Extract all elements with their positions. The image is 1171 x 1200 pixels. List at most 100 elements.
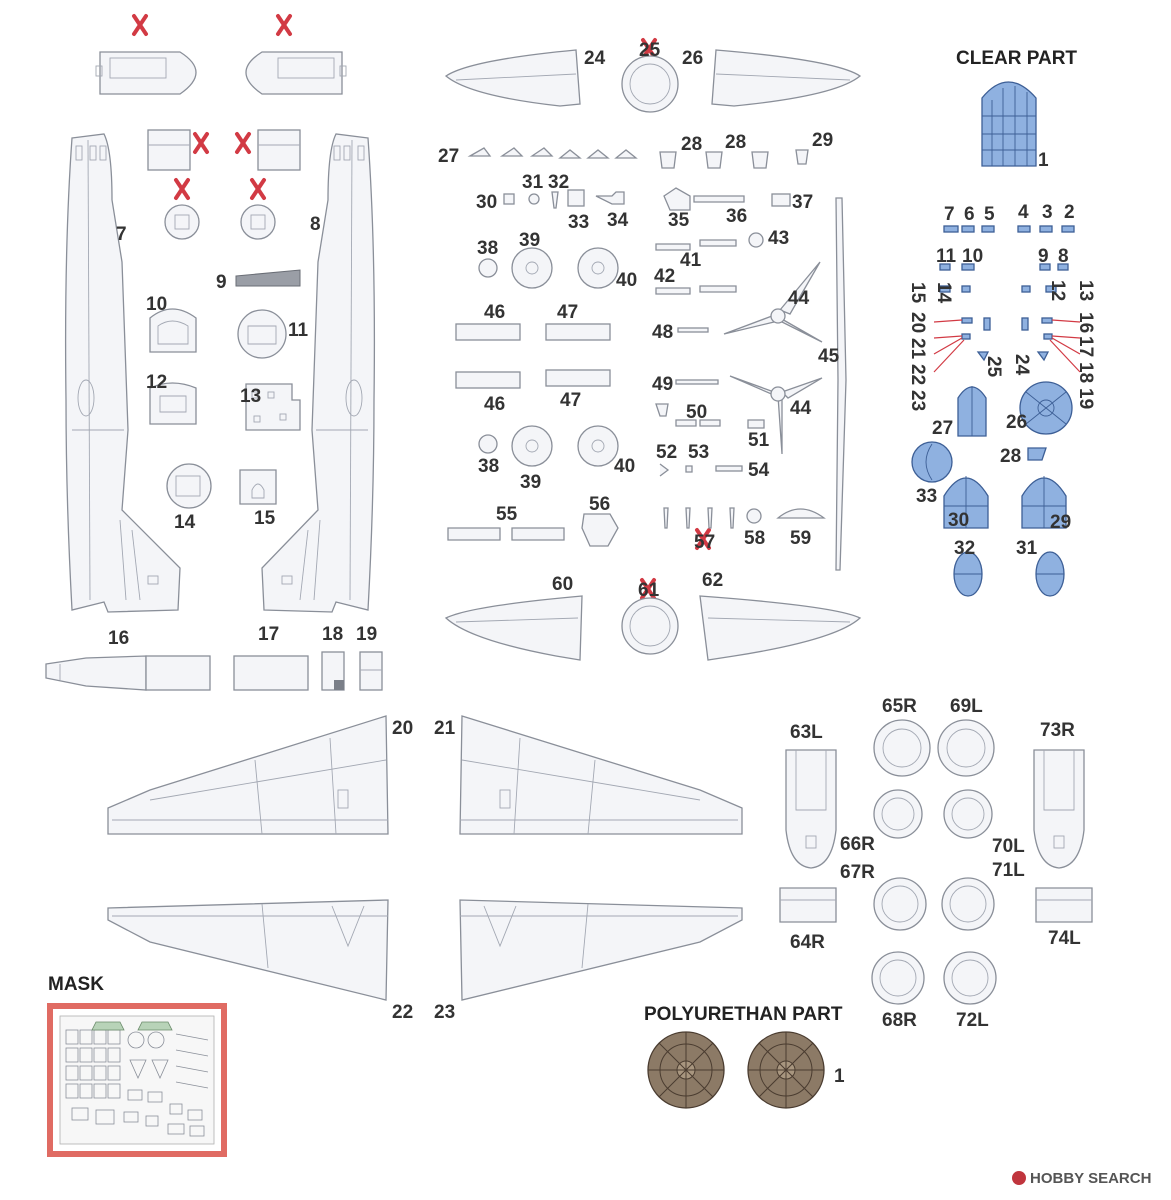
nacelle-73R bbox=[1033, 749, 1085, 869]
part-number: 18 bbox=[1075, 362, 1096, 383]
part-number: 27 bbox=[932, 418, 953, 439]
part-number: 59 bbox=[790, 528, 811, 549]
part-number: 15 bbox=[254, 508, 276, 529]
part-number: 9 bbox=[1038, 246, 1049, 267]
part-number: 24 bbox=[584, 48, 606, 69]
polyurethan-part-header: POLYURETHAN PART bbox=[644, 1004, 843, 1025]
part-number: 20 bbox=[392, 718, 413, 739]
part-number: 33 bbox=[916, 486, 937, 507]
part-number: 2 bbox=[1064, 202, 1075, 223]
part-number: 38 bbox=[477, 238, 498, 259]
clear-part-labels: 1 7 6 5 4 3 2 11 10 9 8 14 12 15 13 20 1… bbox=[907, 150, 1096, 559]
part-number: 25 bbox=[639, 40, 661, 61]
not-used-mark bbox=[250, 178, 266, 200]
propellers-44 bbox=[723, 261, 823, 455]
part-number: 6 bbox=[964, 204, 975, 225]
part-number: 52 bbox=[656, 442, 677, 463]
part-number: 16 bbox=[108, 628, 129, 649]
nacelle-63L bbox=[785, 749, 837, 869]
part-number: 16 bbox=[1075, 312, 1096, 333]
part-number: 18 bbox=[322, 624, 343, 645]
wing-22-lower-left bbox=[107, 899, 389, 1001]
part-number: 56 bbox=[589, 494, 610, 515]
part-number: 17 bbox=[1075, 336, 1096, 357]
tailplane-26 bbox=[711, 49, 862, 107]
part-number: 35 bbox=[668, 210, 690, 231]
part-11-disc bbox=[237, 309, 287, 359]
part-number: 60 bbox=[552, 574, 573, 595]
tailplane-62 bbox=[699, 595, 862, 661]
part-17-block bbox=[233, 655, 309, 691]
part-number: 10 bbox=[962, 246, 983, 267]
part-number: 26 bbox=[1006, 412, 1027, 433]
part-12-seat bbox=[149, 382, 197, 425]
part-18-block bbox=[321, 651, 345, 691]
parts-50-54 bbox=[655, 403, 765, 477]
part-number: 19 bbox=[356, 624, 377, 645]
part-number: 23 bbox=[434, 1002, 455, 1023]
part-number: 7 bbox=[944, 204, 955, 225]
polyurethan-engine-left bbox=[647, 1031, 725, 1109]
tailplane-60 bbox=[444, 595, 583, 661]
not-used-mark bbox=[641, 38, 657, 60]
part-number: 68R bbox=[882, 1010, 917, 1031]
wing-20-upper-left bbox=[107, 715, 389, 835]
wheels-38-40-top bbox=[478, 247, 619, 289]
part-45-rod bbox=[835, 197, 847, 571]
part-number: 3 bbox=[1042, 202, 1053, 223]
part-14-disc bbox=[166, 463, 212, 509]
part-number: 71L bbox=[992, 860, 1025, 881]
part-number: 41 bbox=[680, 250, 702, 271]
part-number: 62 bbox=[702, 570, 723, 591]
part-number: 19 bbox=[1075, 388, 1096, 409]
part-number: 17 bbox=[258, 624, 279, 645]
part-number: 13 bbox=[1075, 280, 1096, 301]
part-number: 67R bbox=[840, 862, 875, 883]
part-number: 10 bbox=[146, 294, 167, 315]
part-number: 28 bbox=[725, 132, 746, 153]
part-number: 9 bbox=[216, 272, 227, 293]
part-number: 11 bbox=[288, 320, 309, 341]
part-number: 30 bbox=[476, 192, 497, 213]
rods-48-49 bbox=[675, 327, 719, 385]
part-number: 51 bbox=[748, 430, 770, 451]
part-number: 31 bbox=[1016, 538, 1038, 559]
part-number: 74L bbox=[1048, 928, 1081, 949]
part-number: 22 bbox=[392, 1002, 413, 1023]
part-number: 64R bbox=[790, 932, 825, 953]
not-used-marks bbox=[132, 14, 711, 600]
part-number: 32 bbox=[548, 172, 569, 193]
part-number: 37 bbox=[792, 192, 813, 213]
part-number: 29 bbox=[1050, 512, 1071, 533]
part-number: 13 bbox=[240, 386, 261, 407]
part-number: 8 bbox=[1058, 246, 1069, 267]
part-number: 65R bbox=[882, 696, 917, 717]
part-number: 22 bbox=[907, 364, 928, 385]
parts-55-59 bbox=[447, 507, 826, 547]
part-number: 27 bbox=[438, 146, 459, 167]
mask-header: MASK bbox=[48, 974, 104, 995]
part-number: 46 bbox=[484, 302, 505, 323]
turret-ring-right bbox=[240, 204, 276, 240]
part-number: 39 bbox=[520, 472, 541, 493]
part-number: 43 bbox=[768, 228, 789, 249]
mask-sheet bbox=[47, 1003, 227, 1157]
wheels-38-40-bottom bbox=[478, 425, 619, 467]
part-number: 50 bbox=[686, 402, 707, 423]
not-used-mark bbox=[276, 14, 292, 36]
not-used-mark bbox=[695, 528, 711, 550]
part-number: 12 bbox=[1047, 280, 1068, 301]
part-19-block bbox=[359, 651, 383, 691]
part-number: 4 bbox=[1018, 202, 1029, 223]
part-number: 46 bbox=[484, 394, 505, 415]
part-number: 20 bbox=[907, 312, 928, 333]
part-number: 73R bbox=[1040, 720, 1075, 741]
not-used-mark bbox=[174, 178, 190, 200]
part-number: 63L bbox=[790, 722, 823, 743]
part-number: 26 bbox=[682, 48, 703, 69]
part-number: 12 bbox=[146, 372, 167, 393]
fuselage-half-right bbox=[261, 133, 376, 613]
not-used-mark bbox=[640, 578, 656, 600]
clear-part-header: CLEAR PART bbox=[956, 48, 1077, 69]
